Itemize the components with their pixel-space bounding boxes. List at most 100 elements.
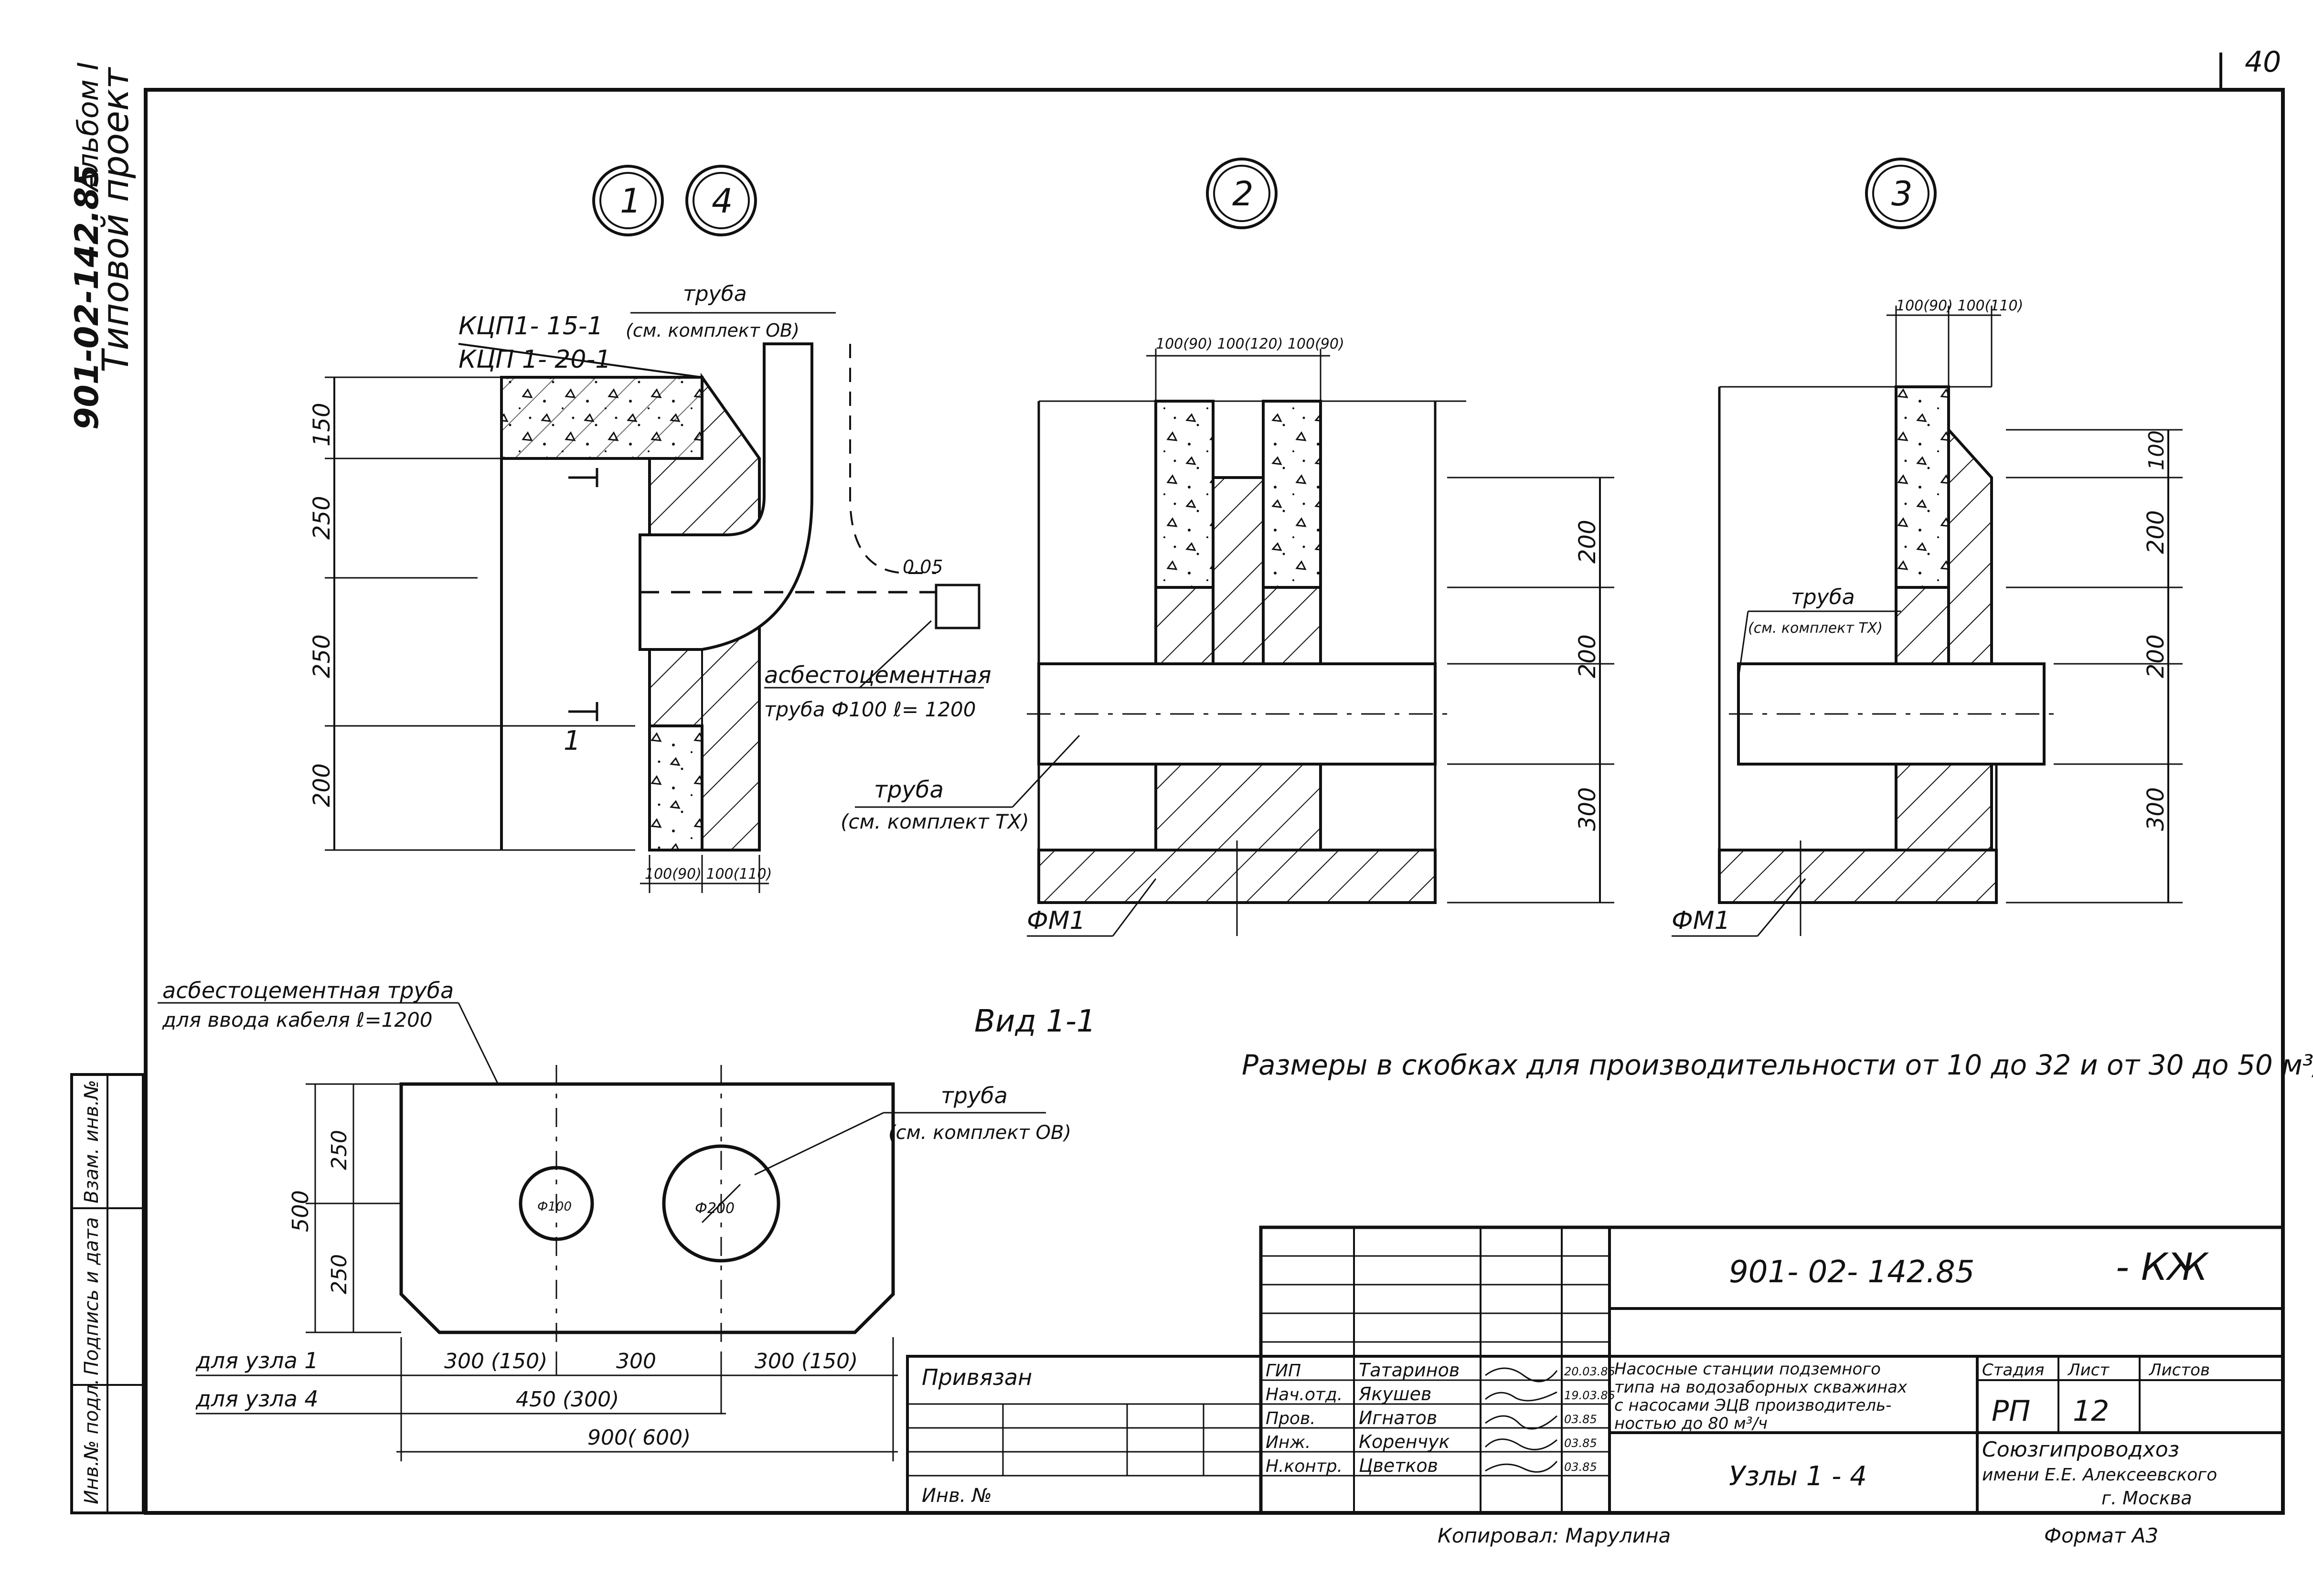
v1-slope: 0.05 — [903, 556, 943, 577]
v1-dim-250a: 250 — [309, 496, 335, 540]
view-node-1-4: 150 250 250 200 0.05 1 100(90) 100(11 — [309, 282, 991, 893]
tb-date-4: 03.85 — [1564, 1460, 1597, 1474]
v11-pipe-label: труба — [941, 1083, 1008, 1108]
sign-date-label: Подпись и дата — [81, 1217, 103, 1375]
v1-dim-150: 150 — [309, 403, 335, 447]
node-1-label: 1 — [620, 181, 641, 221]
tb-desc-2: типа на водозаборных скважинах — [1614, 1378, 1908, 1397]
tb-name-1: Якушев — [1358, 1383, 1431, 1404]
tb-signature-2 — [1485, 1415, 1558, 1430]
node-2-label: 2 — [1232, 174, 1254, 213]
tb-role-3: Инж. — [1266, 1433, 1311, 1452]
v11-dim-250b: 250 — [327, 1254, 352, 1294]
v3-dim-100: 100 — [2144, 430, 2169, 470]
format-label: Формат А3 — [2044, 1524, 2158, 1547]
tb-inv-no: Инв. № — [922, 1485, 992, 1507]
doc-code-vertical: 901-02-142.85 — [68, 165, 106, 430]
title-block: Привязан Инв. № 901- 02- 142.85 - КЖ ГИП… — [906, 1225, 2285, 1515]
replace-inv-label: Взам. инв.№ — [81, 1080, 103, 1203]
tb-date-3: 03.85 — [1564, 1436, 1597, 1450]
v2-dim-200b: 200 — [1574, 634, 1601, 678]
inv-orig-label: Инв.№ подл. — [81, 1379, 103, 1504]
v11-d100: Ф100 — [537, 1200, 572, 1214]
v3-dim-200b: 200 — [2142, 634, 2169, 678]
v3-dim-300: 300 — [2142, 787, 2169, 831]
typical-project-label: Типовой проект — [94, 66, 137, 372]
tb-sheet-title: Узлы 1 - 4 — [1729, 1461, 1867, 1492]
v11-dim-500: 500 — [288, 1190, 313, 1232]
v2-dim-300: 300 — [1574, 787, 1601, 831]
left-stamp: Взам. инв.№ Подпись и дата Инв.№ подл. — [70, 1073, 145, 1514]
v1-dim-200: 200 — [309, 763, 335, 807]
v1-kcp-1: КЦП1- 15-1 — [458, 312, 603, 340]
v1-dim-bottom: 100(90) 100(110) — [645, 866, 772, 883]
tb-desc-3: с насосами ЭЦВ производитель- — [1614, 1396, 1891, 1415]
tb-signature-1 — [1485, 1391, 1557, 1402]
v11-row1-b: 300 — [616, 1349, 656, 1373]
page-number: 40 — [2245, 45, 2281, 79]
dimensions-note: Размеры в скобках для производительности… — [1242, 1049, 2313, 1081]
v11-asb-2: для ввода кабеля ℓ=1200 — [162, 1008, 433, 1032]
v1-pipe-ref: (см. комплект ОВ) — [626, 320, 799, 341]
v2-fm: ФМ1 — [1027, 906, 1086, 935]
v11-row1-a: 300 (150) — [444, 1349, 547, 1373]
tb-org-1: Союзгипроводхоз — [1982, 1437, 2179, 1462]
tb-org-2: имени Е.Е. Алексеевского — [1982, 1465, 2217, 1485]
view-node-2: 100(90) 100(120) 100(90) 200 200 300 тру… — [841, 336, 1614, 937]
margin-text: Типовой проект 901-02-142.85 Альбом I — [68, 62, 137, 430]
v1-asbestos-2: труба Ф100 ℓ= 1200 — [764, 698, 976, 721]
tb-desc-1: Насосные станции подземного — [1614, 1360, 1881, 1379]
copied-by: Копировал: Марулина — [1438, 1524, 1671, 1547]
tb-date-2: 03.85 — [1564, 1413, 1597, 1426]
tb-date-1: 19.03.85 — [1564, 1389, 1615, 1402]
node-3-label: 3 — [1891, 174, 1913, 213]
v11-dim-250a: 250 — [327, 1130, 352, 1170]
v1-kcp-2: КЦП 1- 20-1 — [458, 345, 611, 374]
node-4-label: 4 — [712, 181, 733, 221]
tb-signature-4 — [1485, 1461, 1558, 1473]
v11-row1-label: для узла 1 — [195, 1348, 319, 1373]
tb-role-1: Нач.отд. — [1266, 1385, 1343, 1404]
v1-dim-250b: 250 — [309, 634, 335, 678]
v1-section-mark: 1 — [564, 725, 581, 756]
tb-org-3: г. Москва — [2101, 1488, 2192, 1509]
v11-row1-c: 300 (150) — [755, 1349, 858, 1373]
tb-signature-0 — [1485, 1367, 1558, 1383]
v2-dim-200a: 200 — [1574, 520, 1601, 564]
v11-row2-a: 450 (300) — [516, 1387, 619, 1412]
v3-fm: ФМ1 — [1672, 906, 1730, 935]
tb-stage-h: Стадия — [1982, 1361, 2044, 1380]
v2-dim-top: 100(90) 100(120) 100(90) — [1156, 336, 1344, 352]
tb-stage: РП — [1992, 1394, 2030, 1428]
tb-signature-3 — [1484, 1438, 1557, 1450]
v3-dim-200a: 200 — [2142, 510, 2169, 554]
tb-date-0: 20.03.85 — [1564, 1365, 1615, 1378]
v1-asbestos-1: асбестоцементная — [764, 662, 991, 689]
tb-role-0: ГИП — [1266, 1361, 1301, 1381]
tb-name-4: Цветков — [1359, 1455, 1438, 1476]
v11-title: Вид 1-1 — [974, 1004, 1096, 1039]
v11-d200: Ф200 — [695, 1200, 735, 1217]
view-node-3: 100(90) 100(110) 100 200 200 300 труба (… — [1672, 298, 2183, 937]
tb-role-4: Н.контр. — [1266, 1457, 1343, 1476]
view-1-1: Вид 1-1 асбестоцементная труба для ввода… — [158, 978, 1096, 1461]
v2-pipe-label: труба — [874, 777, 944, 803]
tb-mark: - КЖ — [2116, 1246, 2209, 1289]
tb-sheet: 12 — [2073, 1394, 2109, 1428]
v3-pipe-label: труба — [1791, 585, 1855, 609]
v11-asb-1: асбестоцементная труба — [162, 978, 454, 1003]
v11-pipe-ref: (см. комплект ОВ) — [888, 1122, 1071, 1144]
album-label: Альбом I — [72, 62, 105, 193]
tb-privyazan: Привязан — [922, 1364, 1032, 1390]
tb-code: 901- 02- 142.85 — [1729, 1255, 1974, 1290]
tb-sheets-h: Листов — [2148, 1361, 2210, 1380]
v11-row3-a: 900( 600) — [587, 1426, 691, 1450]
v11-row2-label: для узла 4 — [195, 1386, 319, 1412]
v3-dim-top: 100(90) 100(110) — [1896, 298, 2023, 314]
node-markers: 1 4 2 3 — [592, 158, 1937, 236]
tb-name-0: Татаринов — [1359, 1360, 1460, 1381]
tb-sheet-h: Лист — [2067, 1361, 2110, 1380]
tb-role-2: Пров. — [1266, 1409, 1316, 1428]
tb-name-2: Игнатов — [1359, 1407, 1437, 1428]
